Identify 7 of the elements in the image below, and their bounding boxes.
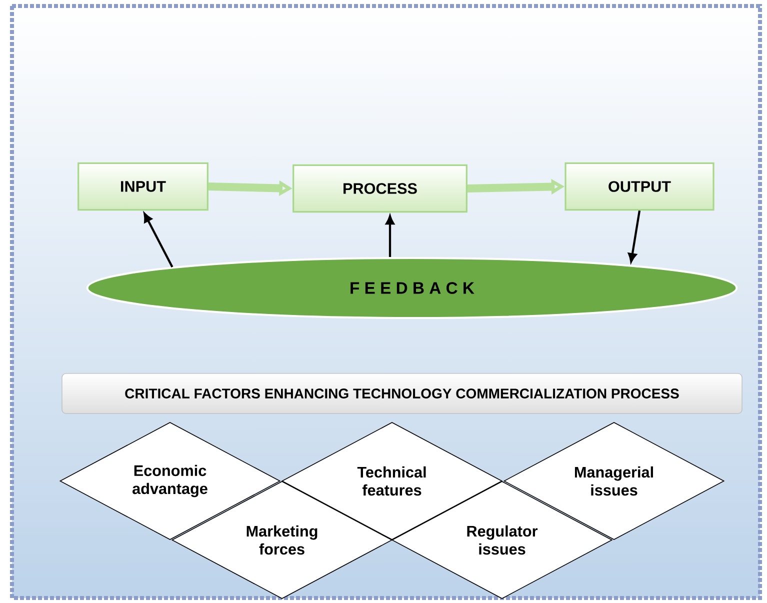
arrow	[386, 215, 394, 257]
process-box: INPUT	[78, 162, 208, 211]
arrow	[628, 210, 641, 262]
title-band: CRITICAL FACTORS ENHANCING TECHNOLOGY COMMERCIALIZATION PROCESS	[62, 373, 742, 414]
arrow	[144, 212, 174, 268]
process-box: OUTPUT	[564, 162, 714, 211]
process-box: PROCESS	[292, 164, 468, 213]
